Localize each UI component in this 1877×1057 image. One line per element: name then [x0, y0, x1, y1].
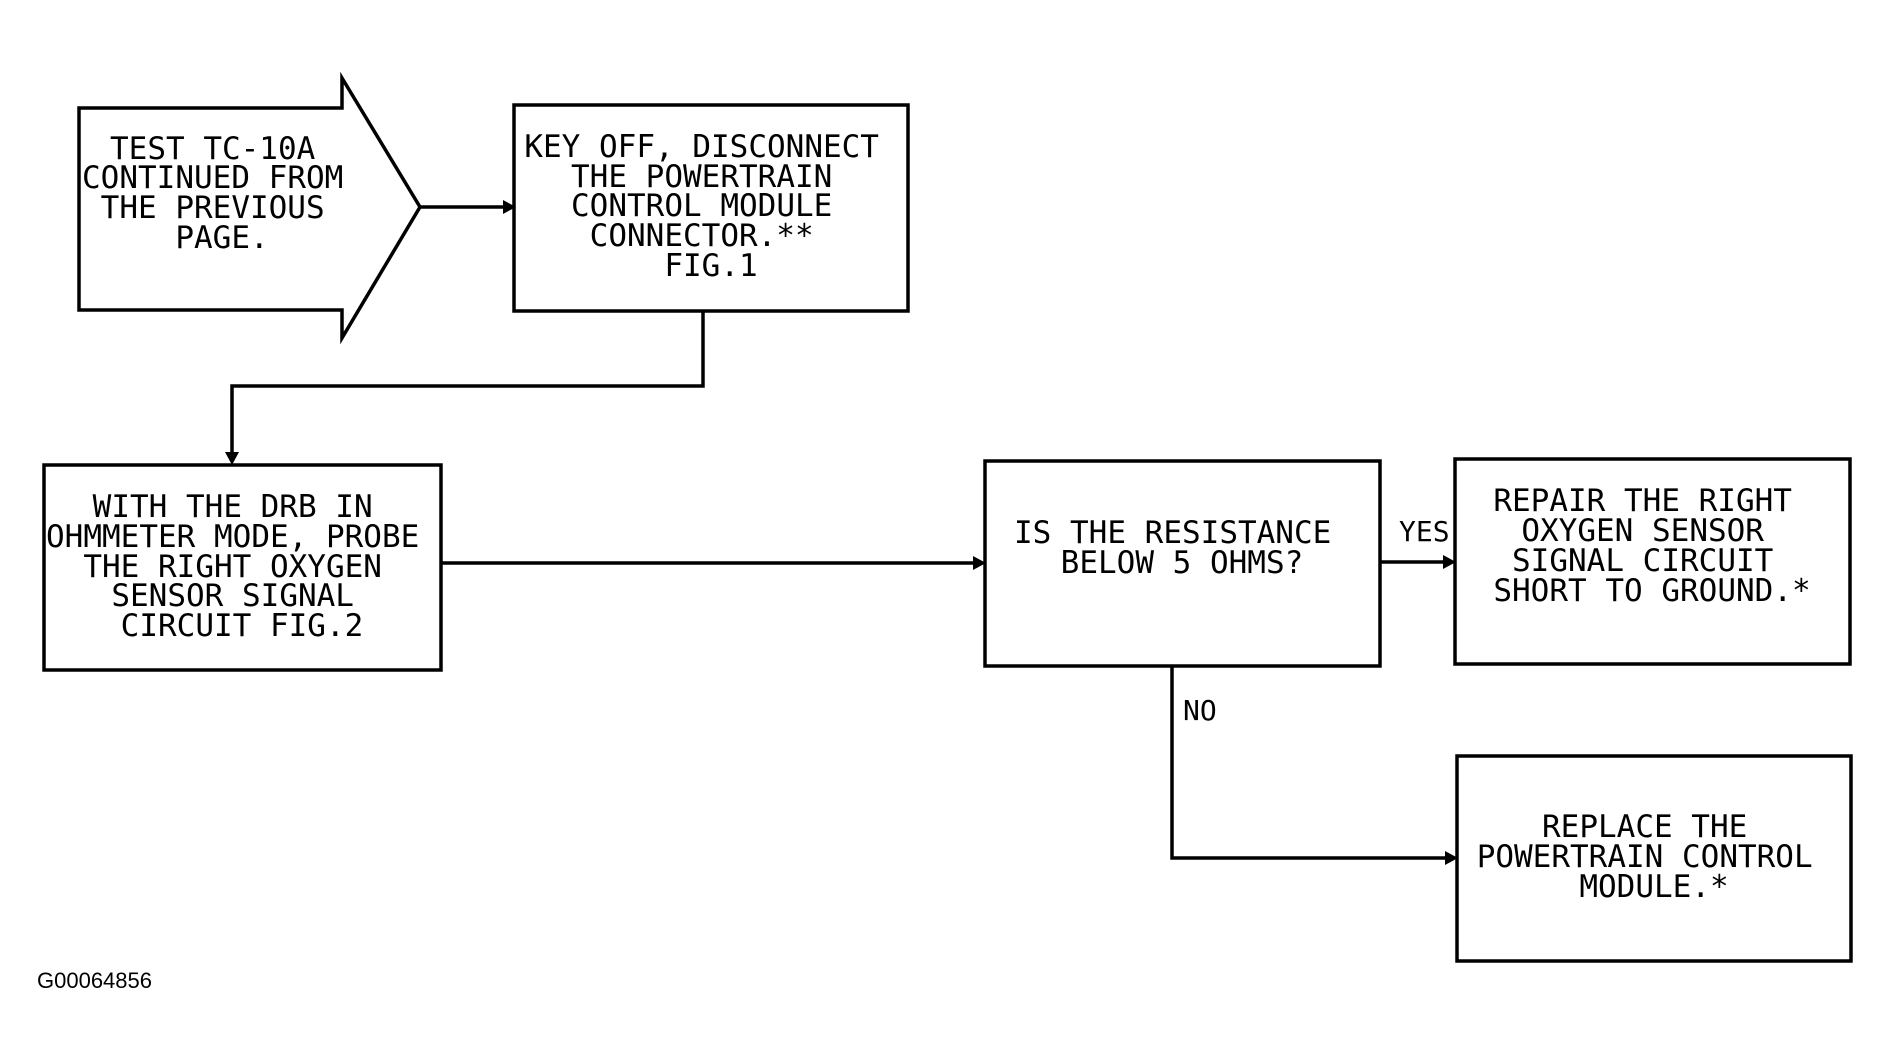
- disconnect-box: [512, 103, 910, 313]
- probe-node: WITH THE DRB IN OHMMETER MODE, PROBE THE…: [42, 463, 443, 672]
- start-arrow-shape: [77, 71, 423, 345]
- replace-node: REPLACE THE POWERTRAIN CONTROL MODULE.*: [1455, 754, 1853, 963]
- probe-line-5: CIRCUIT FIG.2: [121, 608, 364, 644]
- connector-line: [230, 311, 705, 455]
- edge-probe-to-question: [441, 556, 986, 570]
- arrowhead-icon: [973, 556, 986, 570]
- edge-question-to-replace: NO: [1170, 666, 1458, 865]
- arrowhead-icon: [1443, 555, 1456, 569]
- replace-box: [1455, 754, 1853, 963]
- replace-line-2: POWERTRAIN CONTROL: [1477, 839, 1813, 875]
- probe-line-4: SENSOR SIGNAL: [111, 578, 354, 614]
- question-line-2: BELOW 5 OHMS?: [1061, 545, 1304, 581]
- probe-box: [42, 463, 443, 672]
- probe-line-3: THE RIGHT OXYGEN: [83, 549, 382, 585]
- arrowhead-icon: [503, 200, 516, 214]
- repair-node: REPAIR THE RIGHT OXYGEN SENSOR SIGNAL CI…: [1453, 457, 1852, 666]
- svg-text:TEST TC-10A CONTINUED FR: TEST TC-10A CONTINUED FROM THE PREVIOUS …: [82, 131, 362, 256]
- connector-line: [1170, 666, 1448, 860]
- replace-line-3: MODULE.*: [1579, 869, 1728, 905]
- repair-line-4: SHORT TO GROUND.*: [1493, 573, 1810, 609]
- yes-label: YES: [1399, 515, 1450, 548]
- disconnect-line-5: FIG.1: [664, 248, 757, 284]
- disconnect-line-1: KEY OFF, DISCONNECT: [524, 129, 879, 165]
- svg-text:KEY OFF, DISCONNECT THE: KEY OFF, DISCONNECT THE POWERTRAIN CONTR…: [524, 129, 897, 284]
- arrowhead-icon: [225, 452, 239, 465]
- disconnect-line-2: THE POWERTRAIN: [571, 159, 832, 195]
- repair-line-2: OXYGEN SENSOR: [1521, 513, 1764, 549]
- svg-text:WITH THE DRB IN OHMMETER: WITH THE DRB IN OHMMETER MODE, PROBE THE…: [46, 489, 438, 644]
- figure-id: G00064856: [37, 968, 152, 993]
- arrowhead-icon: [1445, 851, 1458, 865]
- replace-line-1: REPLACE THE: [1542, 809, 1747, 845]
- start-line-4: PAGE.: [175, 220, 268, 256]
- start-node: TEST TC-10A CONTINUED FROM THE PREVIOUS …: [77, 71, 423, 345]
- start-line-2: CONTINUED FROM: [82, 160, 343, 196]
- probe-line-2: OHMMETER MODE, PROBE: [46, 519, 419, 555]
- svg-text:REPLACE THE POWERTRAIN C: REPLACE THE POWERTRAIN CONTROL MODULE.*: [1477, 809, 1832, 905]
- edge-disconnect-to-probe: [225, 311, 705, 465]
- svg-text:REPAIR THE RIGHT OXYGEN: REPAIR THE RIGHT OXYGEN SENSOR SIGNAL CI…: [1493, 483, 1810, 609]
- disconnect-line-3: CONTROL MODULE: [571, 188, 832, 224]
- no-label: NO: [1183, 694, 1217, 727]
- disconnect-line-4: CONNECTOR.**: [590, 218, 814, 254]
- repair-line-1: REPAIR THE RIGHT: [1493, 483, 1792, 519]
- probe-line-1: WITH THE DRB IN: [93, 489, 373, 525]
- repair-box: [1453, 457, 1852, 666]
- start-line-3: THE PREVIOUS: [101, 190, 325, 226]
- question-line-1: IS THE RESISTANCE: [1014, 515, 1331, 551]
- question-node: IS THE RESISTANCE BELOW 5 OHMS?: [983, 459, 1382, 668]
- question-box: [983, 459, 1382, 668]
- edge-start-to-disconnect: [420, 200, 516, 214]
- start-line-1: TEST TC-10A: [110, 131, 316, 167]
- repair-line-3: SIGNAL CIRCUIT: [1512, 543, 1773, 579]
- disconnect-node: KEY OFF, DISCONNECT THE POWERTRAIN CONTR…: [512, 103, 910, 313]
- edge-question-to-repair: YES: [1380, 515, 1456, 569]
- svg-text:IS THE RESISTANCE BELOW: IS THE RESISTANCE BELOW 5 OHMS?: [1014, 515, 1350, 581]
